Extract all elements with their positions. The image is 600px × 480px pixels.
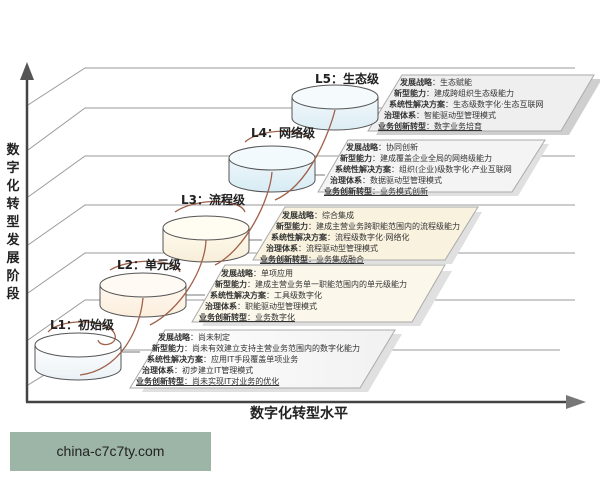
- level-label-l4: L4：网络级: [251, 126, 315, 140]
- info-row: 系统性解决方案：流程级数字化·网络化: [271, 233, 410, 242]
- level-label-l5: L5：生态级: [315, 72, 379, 86]
- info-box-l2: 发展战略：单项应用 新型能力：建成主营业务单一职能范围内的单元级能力 系统性解决…: [199, 268, 407, 323]
- info-row: 系统性解决方案：工具级数字化: [210, 291, 322, 300]
- info-row: 新型能力：建成跨组织生态级能力: [394, 89, 514, 98]
- level-label-l3: L3：流程级: [181, 193, 245, 207]
- cylinder-l2: [99, 272, 187, 318]
- info-box-l4: 发展战略：协同创新 新型能力：建成覆盖企业全局的网络级能力 系统性解决方案：组织…: [324, 142, 512, 197]
- progress-arrows: [47, 109, 336, 376]
- info-row: 治理体系：流程驱动型管理模式: [266, 244, 378, 253]
- info-row: 发展战略：尚未制定: [158, 333, 230, 342]
- cylinder-l4: [228, 145, 316, 193]
- info-row: 发展战略：生态赋能: [400, 78, 472, 87]
- level-label-l2: L2：单元级: [117, 258, 181, 272]
- info-row: 业务创新转型：数字业务培育: [378, 122, 482, 131]
- info-row: 业务创新转型：业务模式创新: [324, 187, 428, 196]
- info-row: 业务创新转型：业务集成融合: [260, 255, 364, 264]
- level-cylinders: [34, 84, 379, 381]
- info-row: 新型能力：建成主营业务跨职能范围内的流程级能力: [276, 222, 460, 231]
- info-row: 发展战略：协同创新: [346, 143, 418, 152]
- info-row: 治理体系：初步建立IT管理模式: [142, 366, 254, 375]
- cylinder-l1: [34, 332, 122, 381]
- y-axis-label: 数字化转型发展阶段: [6, 143, 20, 302]
- info-row: 治理体系：数据驱动型管理模式: [330, 176, 442, 185]
- info-row: 业务创新转型：尚未实现IT对业务的优化: [136, 377, 280, 386]
- info-boxes: [129, 74, 600, 392]
- info-row: 治理体系：智能驱动型管理模式: [384, 111, 496, 120]
- info-row: 新型能力：尚未有效建立支持主营业务范围内的数字化能力: [152, 344, 360, 353]
- info-box-l5: 发展战略：生态赋能 新型能力：建成跨组织生态级能力 系统性解决方案：生态级数字化…: [378, 77, 544, 132]
- info-row: 新型能力：建成主营业务单一职能范围内的单元级能力: [215, 280, 407, 289]
- info-row: 业务创新转型：业务数字化: [199, 313, 295, 322]
- info-row: 发展战略：综合集成: [282, 211, 354, 220]
- info-box-l1: 发展战略：尚未制定 新型能力：尚未有效建立支持主营业务范围内的数字化能力 系统性…: [136, 332, 360, 387]
- info-row: 系统性解决方案：组织(企业)级数字化·产业互联网: [335, 165, 512, 174]
- info-row: 系统性解决方案：应用IT手段覆盖单项业务: [147, 355, 299, 364]
- level-label-l1: L1：初始级: [50, 318, 114, 332]
- x-axis-label: 数字化转型水平: [250, 406, 348, 422]
- info-row: 治理体系：职能驱动型管理模式: [205, 302, 317, 311]
- info-row: 新型能力：建成覆盖企业全局的网络级能力: [340, 154, 492, 163]
- info-box-l3: 发展战略：综合集成 新型能力：建成主营业务跨职能范围内的流程级能力 系统性解决方…: [260, 210, 460, 265]
- cylinder-l5: [291, 84, 379, 131]
- axes: [20, 62, 586, 409]
- watermark: china-c7c7ty.com: [10, 432, 211, 471]
- info-row: 发展战略：单项应用: [221, 269, 293, 278]
- info-row: 系统性解决方案：生态级数字化·生态互联网: [389, 100, 544, 109]
